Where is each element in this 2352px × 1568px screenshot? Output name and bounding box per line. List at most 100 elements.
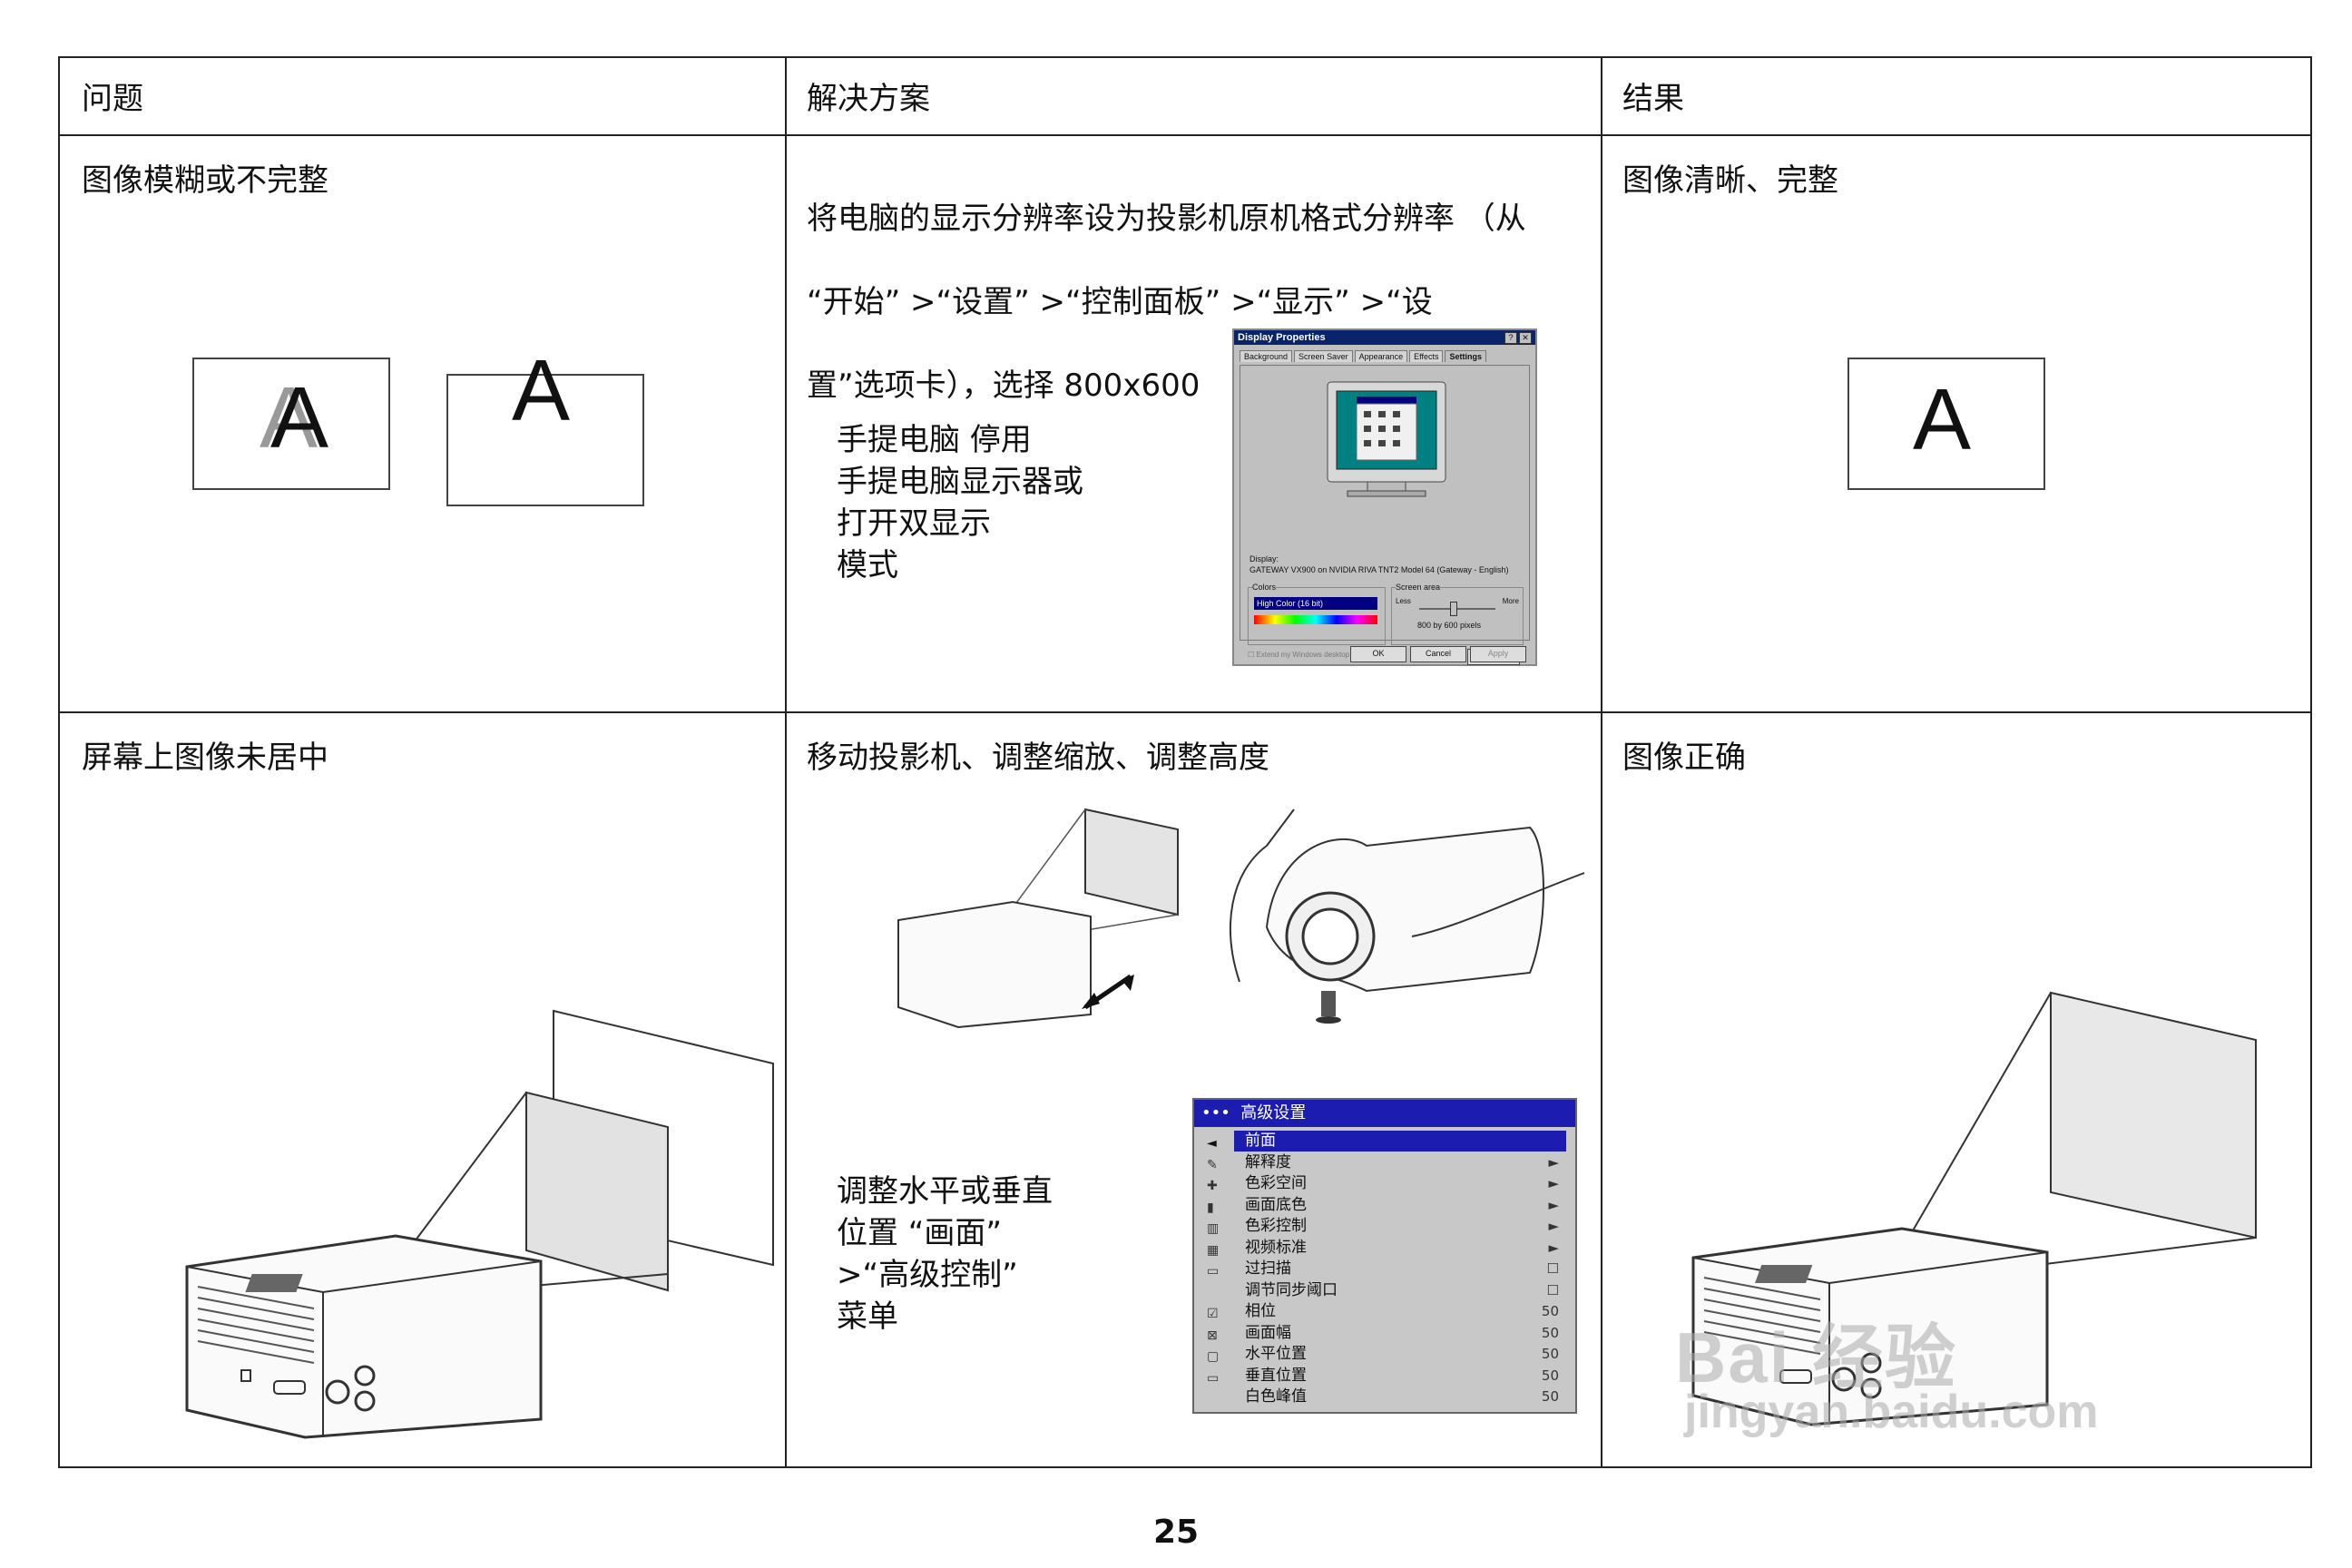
osd-item-value: ► [1548, 1153, 1559, 1171]
display-label: Display: [1250, 554, 1279, 564]
tab-bar: Background Screen Saver Appearance Effec… [1240, 350, 1486, 362]
tab-effects[interactable]: Effects [1409, 350, 1444, 362]
extend-desktop-checkbox[interactable]: ☐ Extend my Windows desktop onto this mo… [1248, 651, 1407, 659]
window-title: Display Properties [1234, 330, 1535, 345]
apply-button[interactable]: Apply [1470, 646, 1526, 662]
row-divider [60, 134, 2310, 136]
blurred-glyph: A [270, 369, 329, 466]
resolution-slider[interactable] [1419, 608, 1495, 610]
ghost-glyph: A [260, 369, 318, 466]
osd-item-label: 色彩控制 [1245, 1217, 1307, 1235]
row2-solution: 移动投影机、调整缩放、调整高度 [807, 740, 1269, 776]
osd-menu-item[interactable]: ◄前面 [1207, 1131, 1566, 1152]
colors-group: Colors High Color (16 bit) [1248, 583, 1386, 645]
osd-item-label: 白色峰值 [1245, 1387, 1307, 1406]
display-properties-window: Display Properties ? ✕ Background Screen… [1232, 328, 1537, 666]
osd-item-value: ► [1548, 1218, 1559, 1234]
osd-item-icon: ▭ [1207, 1264, 1220, 1279]
help-icon[interactable]: ? [1504, 332, 1517, 344]
display-value: GATEWAY VX900 on NVIDIA RIVA TNT2 Model … [1250, 565, 1509, 574]
tab-background[interactable]: Background [1240, 350, 1293, 362]
row1-solution-line: “开始” >“设置” >“控制面板” >“显示” >“设 [807, 284, 1433, 320]
osd-item-icon [1207, 1283, 1223, 1298]
osd-menu-item[interactable]: ✎ 解释度 ► [1194, 1152, 1575, 1173]
correct-projector-illustration [1691, 991, 2257, 1426]
row-divider [60, 711, 2310, 713]
less-label: Less [1396, 597, 1411, 605]
resolution-value: 800 by 600 pixels [1417, 621, 1482, 630]
clear-glyph: A [1913, 371, 1972, 468]
osd-item-icon: ✚ [1207, 1179, 1218, 1193]
tab-settings[interactable]: Settings [1445, 350, 1486, 362]
screen-area-label: Screen area [1396, 583, 1441, 592]
page-number: 25 [1152, 1514, 1200, 1551]
osd-item-icon: ▢ [1207, 1349, 1220, 1364]
screen-area-group: Screen area Less More 800 by 600 pixels [1391, 583, 1524, 645]
colors-label: Colors [1252, 583, 1277, 592]
header-problem: 问题 [82, 81, 143, 117]
cancel-button[interactable]: Cancel [1410, 646, 1466, 662]
move-projector-illustration [897, 808, 1585, 1029]
tab-panel: Display: GATEWAY VX900 on NVIDIA RIVA TN… [1240, 365, 1530, 665]
osd-menu-item[interactable]: 调节同步阈口 ☐ [1194, 1280, 1575, 1301]
osd-item-value: 50 [1541, 1324, 1559, 1341]
row1-problem: 图像模糊或不完整 [82, 162, 328, 199]
osd-item-icon: ▮ [1207, 1200, 1214, 1215]
osd-item-label: 水平位置 [1245, 1345, 1307, 1363]
osd-item-icon: ▥ [1207, 1221, 1220, 1236]
extend-desktop-label: Extend my Windows desktop onto this moni… [1256, 651, 1407, 659]
cropped-image-sample: A [446, 342, 644, 506]
clear-image-sample: A [1847, 358, 2045, 490]
osd-item-label: 色彩空间 [1245, 1174, 1307, 1192]
ok-button[interactable]: OK [1350, 646, 1406, 662]
tab-screen-saver[interactable]: Screen Saver [1294, 350, 1353, 362]
osd-menu-item[interactable]: ▮画面底色► [1194, 1195, 1575, 1216]
osd-item-label: 垂直位置 [1245, 1366, 1307, 1385]
osd-item-value: ☐ [1546, 1281, 1559, 1298]
osd-item-label: 画面幅 [1245, 1323, 1291, 1342]
osd-item-value: 50 [1541, 1346, 1559, 1362]
osd-menu-item[interactable]: ✚ 色彩空间 ► [1194, 1173, 1575, 1194]
osd-menu-item[interactable]: ▦视频标准► [1194, 1238, 1575, 1259]
osd-item-label: 过扫描 [1245, 1259, 1291, 1278]
colors-select[interactable]: High Color (16 bit) [1254, 597, 1377, 610]
osd-item-icon: ▭ [1207, 1370, 1220, 1386]
osd-item-label: 视频标准 [1245, 1238, 1307, 1257]
osd-menu-item[interactable]: ▭ 过扫描 ☐ [1194, 1259, 1575, 1279]
header-result: 结果 [1622, 81, 1684, 117]
osd-item-value: ☐ [1546, 1260, 1559, 1277]
column-divider [1601, 58, 1602, 1466]
osd-item-value: 50 [1541, 1303, 1559, 1319]
osd-menu-item[interactable]: ▢ 水平位置 50 [1194, 1344, 1575, 1365]
osd-item-icon [1207, 1389, 1223, 1404]
osd-title-bar: ••• 高级设置 [1194, 1100, 1575, 1127]
osd-item-icon: ✎ [1207, 1157, 1218, 1172]
row1-solution-line: 将电脑的显示分辨率设为投影机原机格式分辨率 （从 [807, 201, 1526, 237]
row2-problem: 屏幕上图像未居中 [82, 740, 328, 776]
osd-item-label: 解释度 [1245, 1152, 1291, 1171]
osd-item-icon: ▦ [1207, 1242, 1220, 1258]
window-controls: ? ✕ [1504, 332, 1532, 344]
close-icon[interactable]: ✕ [1519, 332, 1532, 344]
watermark-logo: Bai 经验 [1675, 1318, 1958, 1397]
tab-appearance[interactable]: Appearance [1354, 350, 1408, 362]
osd-menu-item[interactable]: ▥ 色彩控制 ► [1194, 1216, 1575, 1237]
more-label: More [1502, 597, 1519, 605]
color-spectrum [1254, 615, 1377, 624]
row1-result: 图像清晰、完整 [1622, 162, 1838, 199]
osd-item-value: ► [1548, 1175, 1559, 1191]
row1-solution: 将电脑的显示分辨率设为投影机原机格式分辨率 （从 “开始” >“设置” >“控制… [807, 156, 1587, 448]
osd-advanced-menu: ••• 高级设置 ◄前面 ✎ 解释度 ► ✚ 色彩空间 ► ▮画面底色► ▥ 色彩控制 ► ▦ 视频标准… [1192, 1098, 1577, 1414]
osd-item-label: 调节同步阈口 [1245, 1280, 1338, 1299]
row1-note: 手提电脑 停用 手提电脑显示器或 打开双显示 模式 [837, 422, 1083, 583]
osd-title: 高级设置 [1240, 1103, 1307, 1122]
row1-solution-line: 置”选项卡），选择 800x600 [807, 368, 1200, 404]
osd-menu-item[interactable]: ▭ 垂直位置 50 [1194, 1366, 1575, 1387]
row2-result: 图像正确 [1622, 740, 1746, 776]
column-divider [785, 58, 787, 1466]
slider-thumb[interactable] [1450, 602, 1457, 616]
osd-item-value: 50 [1541, 1367, 1559, 1384]
